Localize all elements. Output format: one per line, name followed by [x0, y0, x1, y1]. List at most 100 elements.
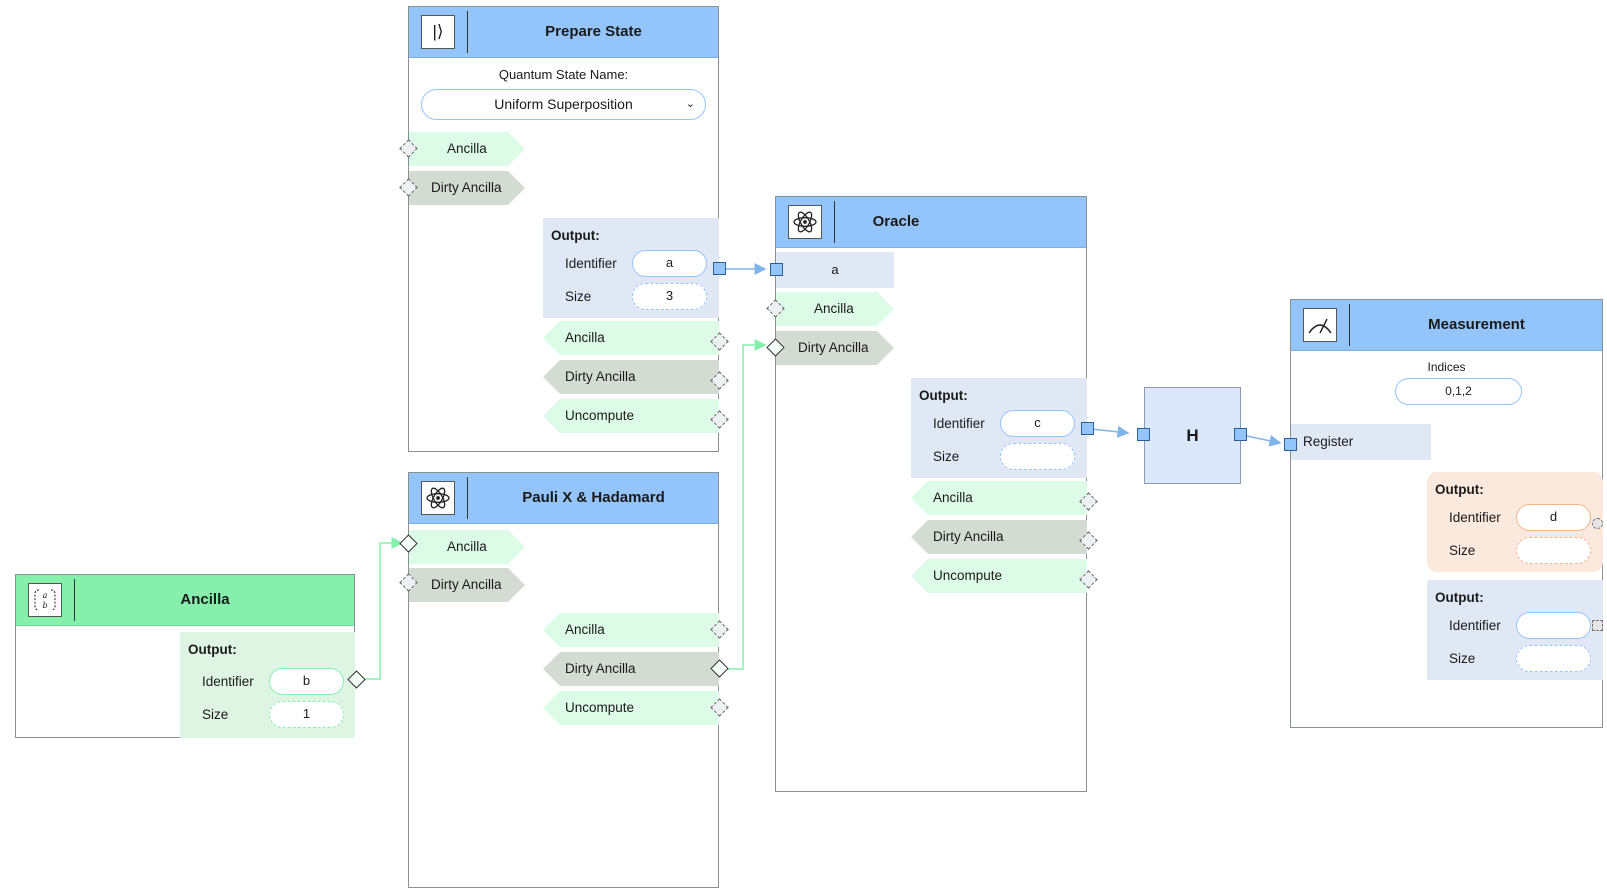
wire-dirty-to-oracle: [718, 339, 767, 670]
measurement-node[interactable]: Measurement Indices 0,1,2 Register Outpu…: [1290, 299, 1603, 728]
header-separator: [467, 477, 468, 519]
port-label: Dirty Ancilla: [431, 577, 502, 592]
input-port-dirty-ancilla[interactable]: Dirty Ancilla: [409, 568, 525, 602]
port-label: Dirty Ancilla: [933, 529, 1004, 544]
indices-field[interactable]: 0,1,2: [1395, 378, 1522, 405]
svg-text:a: a: [43, 591, 48, 600]
size-label: Size: [933, 449, 960, 464]
identifier-label: Identifier: [1449, 618, 1501, 633]
hadamard-gate[interactable]: H: [1144, 387, 1241, 484]
node-header[interactable]: Measurement: [1291, 300, 1602, 351]
port-label: Ancilla: [565, 622, 605, 637]
port-connector[interactable]: [1592, 620, 1603, 631]
output-panel: Output: Identifier b Size 1: [180, 632, 355, 738]
identifier-label: Identifier: [933, 416, 985, 431]
input-port-ancilla[interactable]: Ancilla: [409, 132, 525, 166]
port-connector-h-in[interactable]: [1137, 428, 1150, 441]
port-label: Uncompute: [565, 700, 635, 715]
pauli-hadamard-node[interactable]: Pauli X & Hadamard Ancilla Dirty Ancilla…: [408, 472, 719, 888]
output-port-dirty-ancilla[interactable]: Dirty Ancilla: [543, 360, 719, 394]
output-port-uncompute[interactable]: Uncompute: [543, 691, 719, 725]
identifier-field[interactable]: b: [269, 668, 344, 695]
node-header[interactable]: Oracle: [776, 197, 1086, 248]
port-label: Ancilla: [447, 141, 487, 156]
size-field[interactable]: 1: [269, 701, 344, 728]
size-label: Size: [1449, 651, 1476, 666]
size-field[interactable]: [1516, 537, 1591, 564]
port-label: Uncompute: [933, 568, 1003, 583]
output-heading: Output:: [188, 642, 237, 657]
size-field[interactable]: [1516, 645, 1591, 672]
port-connector-a-in[interactable]: [770, 263, 783, 276]
register-label: Register: [1303, 434, 1354, 449]
port-label: Ancilla: [447, 539, 487, 554]
port-label: Dirty Ancilla: [798, 340, 869, 355]
output-port-uncompute[interactable]: Uncompute: [543, 399, 719, 433]
port-connector-register[interactable]: [1284, 438, 1297, 451]
prepare-state-node[interactable]: |⟩ Prepare State Quantum State Name: Uni…: [408, 6, 719, 452]
port-connector-a[interactable]: [713, 262, 726, 275]
output-port-dirty-ancilla[interactable]: Dirty Ancilla: [543, 652, 719, 686]
header-separator: [74, 579, 75, 621]
header-separator: [834, 201, 835, 243]
port-connector-h-out[interactable]: [1234, 428, 1247, 441]
output-heading: Output:: [1435, 482, 1484, 497]
input-register-row[interactable]: a: [776, 252, 894, 288]
ket-icon: |⟩: [421, 15, 455, 49]
size-field[interactable]: 3: [632, 283, 707, 310]
input-port-ancilla[interactable]: Ancilla: [776, 292, 894, 326]
port-label: Ancilla: [933, 490, 973, 505]
identifier-field[interactable]: c: [1000, 410, 1075, 437]
size-label: Size: [565, 289, 592, 304]
output-panel: Output: Identifier a Size 3: [543, 218, 719, 318]
size-label: Size: [1449, 543, 1476, 558]
register-row[interactable]: Register: [1291, 424, 1431, 460]
port-label: Dirty Ancilla: [431, 180, 502, 195]
identifier-field[interactable]: a: [632, 250, 707, 277]
port-connector-d[interactable]: [1592, 518, 1603, 529]
identifier-label: Identifier: [202, 674, 254, 689]
output-heading: Output:: [1435, 590, 1484, 605]
size-field[interactable]: [1000, 443, 1075, 470]
output-port-ancilla[interactable]: Ancilla: [543, 321, 719, 355]
port-connector-c[interactable]: [1081, 422, 1094, 435]
state-name-label: Quantum State Name:: [498, 67, 629, 82]
node-header[interactable]: |⟩ Prepare State: [409, 7, 718, 58]
identifier-label: Identifier: [1449, 510, 1501, 525]
identifier-field[interactable]: d: [1516, 504, 1591, 531]
output-heading: Output:: [919, 388, 968, 403]
input-port-dirty-ancilla[interactable]: Dirty Ancilla: [409, 171, 525, 205]
input-port-dirty-ancilla[interactable]: Dirty Ancilla: [776, 331, 894, 365]
output-port-ancilla[interactable]: Ancilla: [911, 481, 1087, 515]
output-port-uncompute[interactable]: Uncompute: [911, 559, 1087, 593]
node-title: Ancilla: [180, 591, 230, 608]
chevron-down-icon: ⌄: [685, 98, 695, 110]
register-label: a: [831, 262, 839, 277]
svg-text:b: b: [42, 601, 47, 610]
oracle-node[interactable]: Oracle a Ancilla Dirty Ancilla Output: I…: [775, 196, 1087, 792]
output-port-ancilla[interactable]: Ancilla: [543, 613, 719, 647]
port-label: Dirty Ancilla: [565, 661, 636, 676]
indices-label: Indices: [1427, 360, 1466, 374]
header-separator: [1349, 304, 1350, 346]
atom-icon: [421, 481, 455, 515]
node-title: Measurement: [1428, 316, 1525, 333]
state-name-select[interactable]: Uniform Superposition ⌄: [421, 89, 706, 120]
output-port-dirty-ancilla[interactable]: Dirty Ancilla: [911, 520, 1087, 554]
input-port-ancilla[interactable]: Ancilla: [409, 530, 525, 564]
atom-icon: [788, 205, 822, 239]
header-separator: [467, 11, 468, 53]
output-heading: Output:: [551, 228, 600, 243]
state-name-value: Uniform Superposition: [494, 96, 633, 112]
wire-b-to-pauli: [362, 537, 404, 680]
identifier-label: Identifier: [565, 256, 617, 271]
output-panel-2: Output: Identifier Size: [1427, 580, 1603, 680]
port-label: Uncompute: [565, 408, 635, 423]
identifier-field[interactable]: [1516, 612, 1591, 639]
node-header[interactable]: Pauli X & Hadamard: [409, 473, 718, 524]
gate-label: H: [1186, 426, 1199, 445]
node-title: Pauli X & Hadamard: [522, 489, 665, 506]
